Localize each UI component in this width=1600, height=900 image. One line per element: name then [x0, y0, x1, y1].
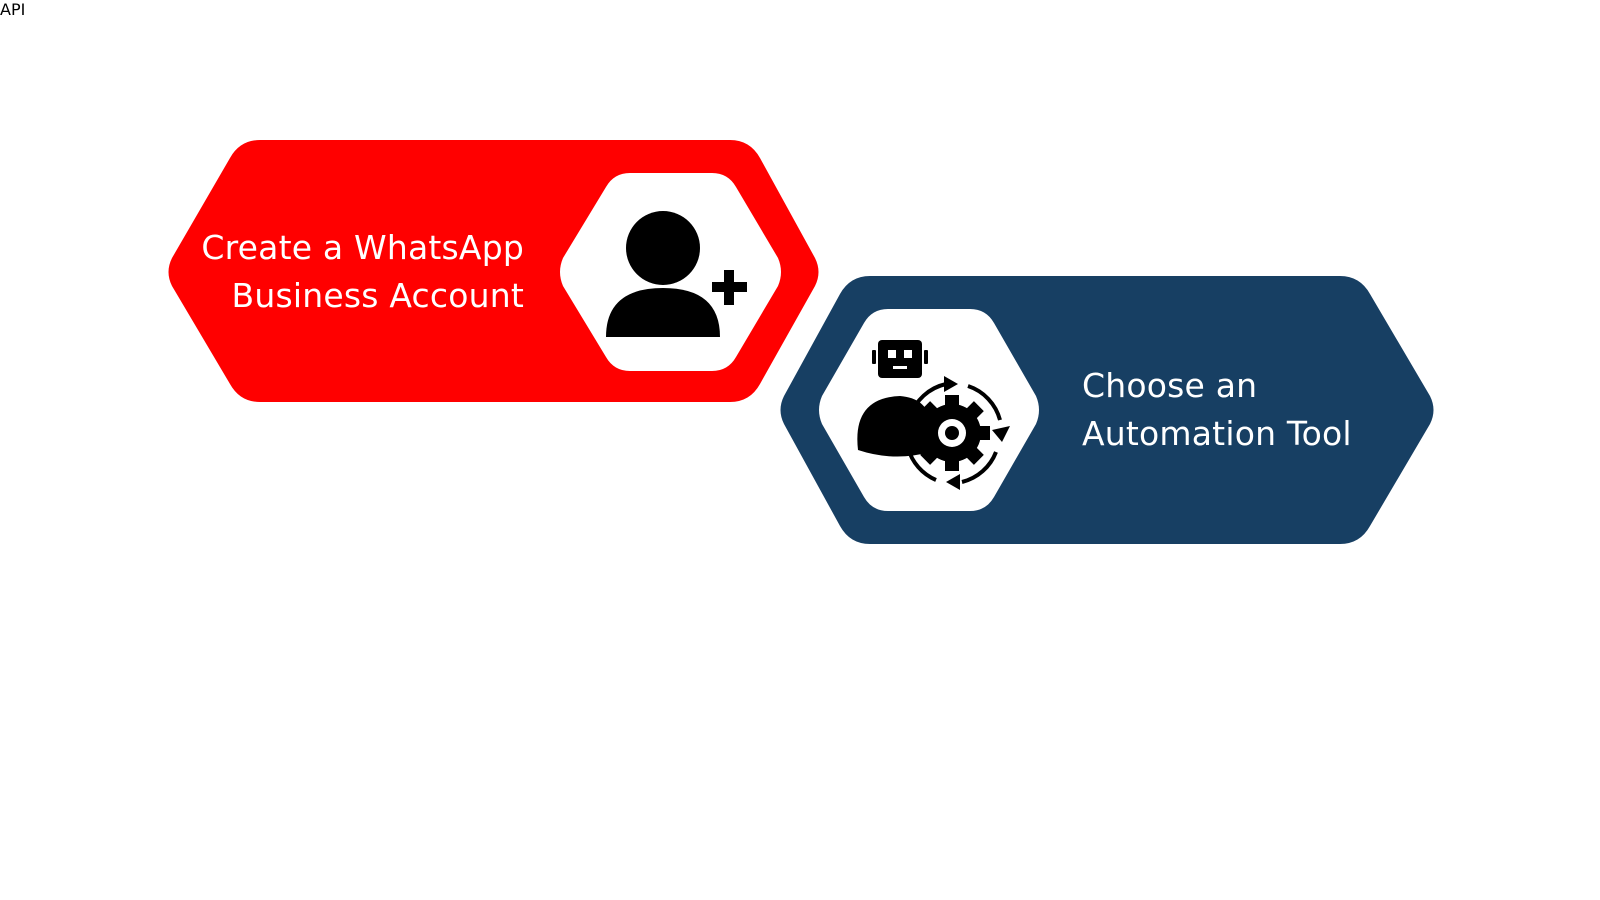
step-define-rules-label: Define Automation Rules: [1082, 672, 1396, 759]
add-user-icon: [606, 211, 747, 337]
api-monitor-icon: API: [0, 0, 25, 19]
step-api-integration-label: API Integration: [276, 560, 524, 599]
step-create-account: [168, 140, 819, 402]
step-create-account-label: Create a WhatsApp Business Account: [201, 228, 524, 315]
step-choose-tool-label: Choose an Automation Tool: [1082, 366, 1352, 453]
step-api-integration: API: [0, 0, 25, 19]
step-choose-tool: [780, 276, 1434, 544]
step-api-integration-icon-hexagon: API: [0, 0, 25, 19]
step-api-integration-hexagon: API: [0, 0, 25, 19]
api-monitor-label: API: [0, 0, 26, 19]
robot-gear-icon: [857, 340, 1010, 490]
